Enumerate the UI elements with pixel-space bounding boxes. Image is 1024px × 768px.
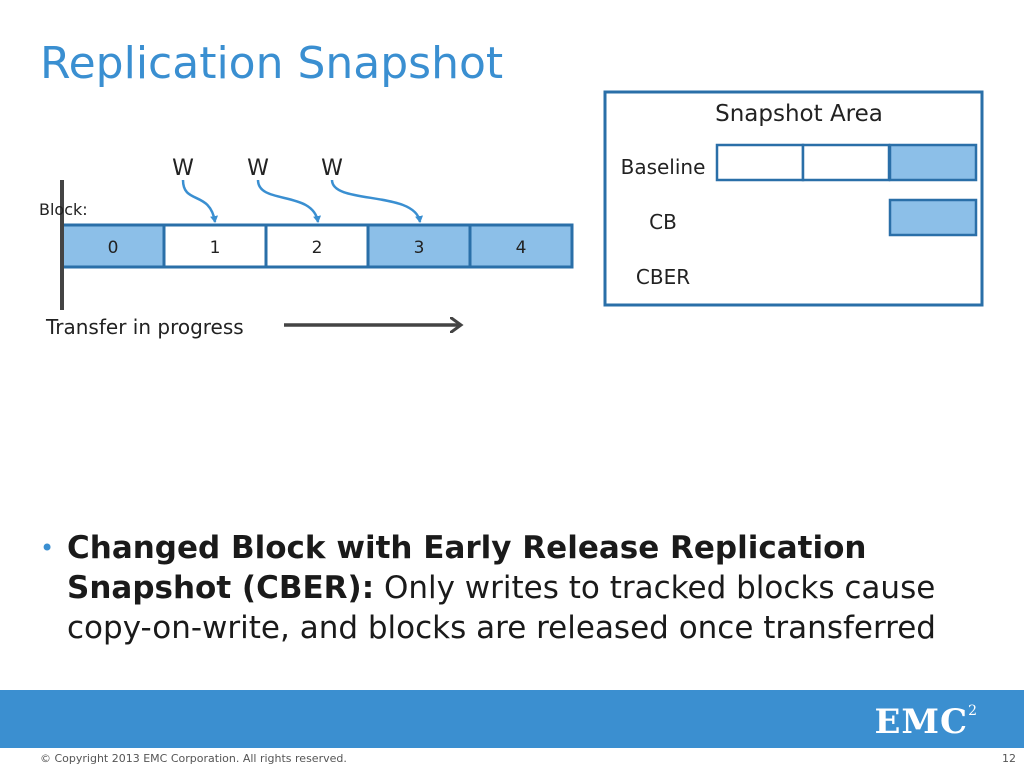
snapshot-row-label: CBER bbox=[636, 265, 690, 289]
write-label: W bbox=[247, 156, 269, 181]
block-label: 1 bbox=[210, 238, 221, 258]
bullet-dot: • bbox=[40, 534, 55, 562]
write-arrow bbox=[256, 179, 322, 223]
bullet-point: • Changed Block with Early Release Repli… bbox=[40, 528, 970, 648]
page-number: 12 bbox=[1002, 752, 1016, 765]
transfer-label: Transfer in progress bbox=[45, 315, 244, 339]
logo-text: EMC bbox=[874, 702, 969, 742]
block-label: 2 bbox=[312, 238, 323, 258]
write-label: W bbox=[172, 156, 194, 181]
write-arrow bbox=[330, 179, 424, 223]
block-label: 0 bbox=[108, 238, 119, 258]
snapshot-area-box bbox=[603, 90, 984, 307]
bullet-text: Changed Block with Early Release Replica… bbox=[67, 528, 970, 648]
logo-superscript: 2 bbox=[968, 702, 978, 719]
bullet-body-text: Only writes to tracked blocks cause copy… bbox=[67, 570, 936, 646]
footer-band: EMC2 bbox=[0, 690, 1024, 748]
bullet-bold-text: Changed Block with Early Release Replica… bbox=[67, 530, 867, 606]
snapshot-cell bbox=[888, 198, 978, 237]
replication-diagram: 0 1 2 3 4 Block: W W W Transfer in progress Snapsh… bbox=[39, 90, 984, 339]
emc-logo: EMC2 bbox=[874, 702, 978, 742]
snapshot-cell bbox=[801, 143, 891, 182]
block-cell bbox=[366, 223, 472, 269]
snapshot-cell bbox=[888, 143, 978, 182]
snapshot-area-title: Snapshot Area bbox=[715, 101, 883, 127]
snapshot-cell bbox=[715, 143, 805, 182]
block-cell bbox=[468, 223, 574, 269]
block-label: 4 bbox=[516, 238, 527, 258]
block-cell bbox=[264, 223, 370, 269]
write-arrow bbox=[181, 179, 219, 223]
copyright-text: © Copyright 2013 EMC Corporation. All ri… bbox=[40, 752, 347, 765]
block-cell bbox=[162, 223, 268, 269]
block-cell bbox=[60, 223, 166, 269]
snapshot-row-label: Baseline bbox=[621, 155, 706, 179]
write-label: W bbox=[321, 156, 343, 181]
snapshot-row-label: CB bbox=[649, 210, 677, 234]
block-label: 3 bbox=[414, 238, 425, 258]
slide-title: Replication Snapshot bbox=[40, 38, 504, 89]
block-row-label: Block: bbox=[39, 200, 88, 219]
